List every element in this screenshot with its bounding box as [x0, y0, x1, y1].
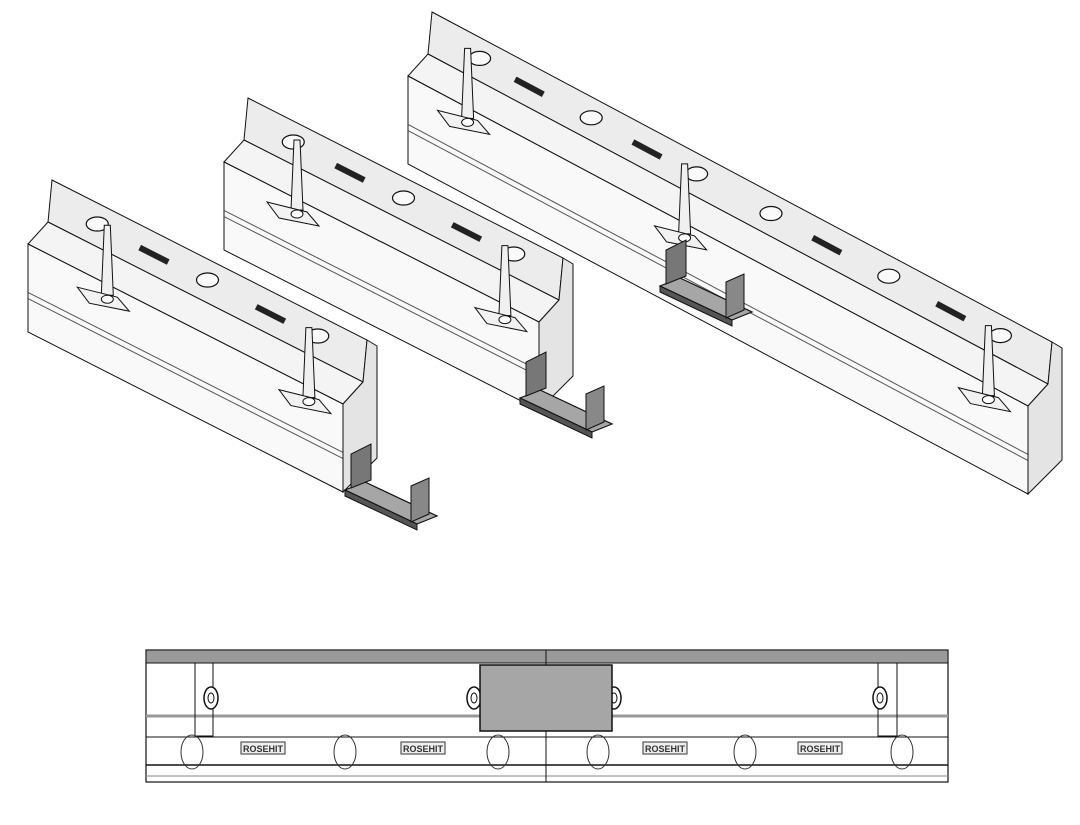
rail-line: [27, 291, 344, 453]
hole: [486, 734, 510, 770]
post: [678, 163, 692, 235]
label-text: ROSEHIT: [800, 744, 841, 754]
label-plate: [400, 741, 446, 755]
post-hole: [290, 209, 304, 219]
post-hole-inner: [470, 692, 478, 704]
rail-line: [27, 298, 344, 460]
top-edge-bar: [145, 649, 949, 664]
label-plate: [631, 139, 663, 160]
loose-insert-front: [343, 443, 439, 531]
post: [290, 139, 304, 211]
post-hole: [302, 397, 316, 407]
top-view: ROSEHIT ROSEHIT ROSEHIT ROSEHIT: [145, 649, 949, 783]
insert-fin: [725, 273, 745, 319]
label-plate: [642, 741, 688, 755]
hole: [180, 734, 204, 770]
hole: [85, 216, 109, 232]
label-plate: [240, 741, 286, 755]
hole: [877, 268, 901, 284]
insert-plate: [479, 664, 613, 732]
label-plate: [513, 76, 545, 97]
label-plate: [334, 162, 366, 183]
post-hole: [100, 294, 114, 304]
hole: [890, 734, 914, 770]
post-hole-inner: [207, 692, 215, 704]
insert-edge: [344, 489, 418, 531]
label-plate: [138, 244, 170, 265]
middle-unit: [223, 97, 574, 412]
label-plate: [935, 301, 967, 322]
hole: [759, 205, 783, 222]
label-text: ROSEHIT: [403, 744, 444, 754]
hole: [468, 50, 492, 67]
post-hole: [498, 315, 512, 325]
label-plate: [254, 304, 287, 324]
hole: [684, 166, 709, 182]
loose-insert-middle: [518, 351, 614, 439]
label-plate: [797, 741, 843, 755]
long-unit: [407, 11, 1063, 496]
hole: [988, 328, 1013, 344]
post: [100, 224, 114, 296]
hole: [195, 272, 220, 288]
insert-fin: [665, 239, 687, 285]
insert-fin: [525, 351, 547, 397]
insert-fin: [350, 443, 372, 489]
rail-line: [223, 216, 540, 378]
post: [461, 47, 475, 119]
label-text: ROSEHIT: [243, 744, 284, 754]
hole: [586, 734, 610, 770]
hole: [391, 190, 416, 206]
label-plate: [811, 235, 843, 256]
post-hole-inner: [876, 692, 884, 704]
short-unit: [27, 179, 378, 494]
hole: [733, 734, 757, 770]
insert-fin: [585, 385, 605, 431]
post: [498, 245, 512, 317]
isometric-view: [27, 11, 1063, 531]
insert-edge: [519, 397, 593, 439]
post-hole: [981, 395, 995, 405]
label-text: ROSEHIT: [645, 744, 686, 754]
hole: [579, 110, 603, 126]
rail-line: [407, 123, 1029, 455]
insert-edge: [659, 285, 733, 327]
hole: [333, 734, 357, 770]
joined-insert: [658, 239, 754, 327]
insert-fin: [410, 477, 430, 523]
post: [302, 327, 316, 399]
post-hole: [461, 117, 475, 127]
label-plate: [450, 222, 483, 242]
end-face: [1027, 341, 1063, 496]
post: [981, 325, 995, 397]
rail-line: [223, 209, 540, 371]
